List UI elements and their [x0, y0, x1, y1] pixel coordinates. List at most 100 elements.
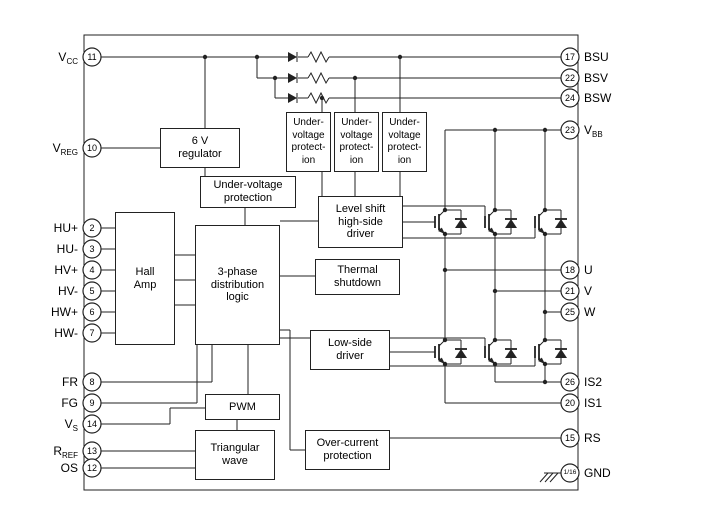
block-6v-regulator: 6 V regulator — [160, 128, 240, 168]
pin-vreg-number: 10 — [86, 143, 97, 153]
pin-u-number: 18 — [564, 265, 575, 275]
block-6v-regulator-line: 6 V — [191, 135, 209, 148]
block-under-voltage-protection-v: Under- voltage protect- ion — [334, 112, 379, 172]
block-line: Under-voltage — [213, 179, 283, 192]
block-line: Level shift — [335, 202, 386, 215]
block-line: Thermal — [337, 264, 378, 277]
block-under-voltage-protection-w: Under- voltage protect- ion — [382, 112, 427, 172]
pin-bsu-number: 17 — [564, 52, 575, 62]
pin-u-label: U — [584, 263, 593, 277]
pin-is2-number: 26 — [564, 377, 575, 387]
pin-is1-number: 20 — [564, 398, 575, 408]
pin-rs-label: RS — [584, 431, 601, 445]
bootstrap-diode-w — [287, 92, 298, 104]
pin-circles — [82, 47, 580, 483]
pin-hv-plus-number: 4 — [89, 265, 95, 275]
block-line: Under- — [293, 117, 324, 128]
high-side-igbt-v — [484, 209, 518, 235]
pin-fr-label: FR — [62, 375, 78, 389]
block-line: ion — [349, 154, 364, 166]
pin-fg-label: FG — [61, 396, 78, 410]
pin-vreg-label: VREG — [52, 141, 78, 157]
pin-hu-plus-number: 2 — [89, 223, 95, 233]
pin-v-number: 21 — [564, 286, 575, 296]
block-line: protect- — [291, 142, 326, 153]
pin-vcc-number: 11 — [87, 52, 97, 62]
pin-gnd-number: 1/16 — [563, 469, 577, 476]
pin-hu-minus-number: 3 — [89, 244, 95, 254]
junction-dots — [202, 54, 548, 385]
pin-bsv-number: 22 — [564, 73, 575, 83]
pin-rs-number: 15 — [564, 433, 575, 443]
block-line: ion — [397, 154, 412, 166]
block-line: wave — [222, 455, 248, 467]
block-line: PWM — [229, 400, 256, 413]
pin-v-label: V — [584, 284, 593, 298]
pin-rref-number: 13 — [86, 446, 97, 456]
low-side-igbt-u — [434, 339, 468, 365]
pin-rref-label: RREF — [53, 444, 78, 460]
block-line: 3-phase — [217, 265, 258, 278]
block-triangular-wave: Triangular wave — [195, 430, 275, 480]
supply-wiring — [101, 57, 246, 225]
bootstrap-resistor-v — [307, 72, 330, 84]
pin-hw-minus-number: 7 — [89, 328, 95, 338]
power-stage — [390, 129, 568, 404]
block-line: distribution — [210, 278, 265, 291]
block-line: ion — [301, 154, 316, 166]
block-under-voltage-protection-main: Under-voltage protection — [200, 176, 296, 208]
bootstrap-diode-v — [287, 72, 298, 84]
pin-hu-minus-label: HU- — [56, 242, 78, 256]
block-line: shutdown — [333, 277, 382, 289]
block-level-shift-high-side-driver: Level shift high-side driver — [318, 196, 403, 248]
block-line: Low-side — [327, 337, 373, 350]
block-line: driver — [346, 228, 375, 241]
pin-fg-number: 9 — [89, 398, 95, 408]
pin-is1-label: IS1 — [584, 396, 603, 410]
pin-w-label: W — [584, 305, 596, 319]
block-over-current-protection: Over-current protection — [305, 430, 390, 470]
pin-os-number: 12 — [86, 463, 97, 473]
pin-os-label: OS — [60, 461, 78, 475]
pin-hv-minus-label: HV- — [57, 284, 78, 298]
pin-hv-minus-number: 5 — [89, 286, 95, 296]
bootstrap-diode-u — [287, 51, 298, 63]
block-under-voltage-protection-u: Under- voltage protect- ion — [286, 112, 331, 172]
block-low-side-driver: Low-side driver — [310, 330, 390, 370]
block-line: protection — [323, 450, 372, 462]
block-line: protect- — [387, 142, 422, 153]
block-line: Hall — [135, 265, 155, 278]
block-line: Over-current — [316, 437, 379, 450]
block-hall-amp: Hall Amp — [115, 212, 175, 345]
pin-hv-plus-label: HV+ — [54, 263, 78, 277]
block-3-phase-distribution-logic: 3-phase distribution logic — [195, 225, 280, 345]
pin-fr-number: 8 — [89, 377, 95, 387]
pin-gnd-label: GND — [584, 466, 611, 480]
block-line: logic — [226, 291, 249, 304]
pin-vs-label: VS — [64, 417, 78, 433]
block-line: driver — [336, 350, 364, 362]
pin-vbb-label: VBB — [584, 123, 603, 139]
block-6v-regulator-line: regulator — [178, 148, 222, 160]
bootstrap-network — [101, 51, 561, 196]
block-line: protection — [223, 192, 273, 204]
high-side-igbt-w — [534, 209, 568, 235]
bootstrap-resistor-u — [307, 51, 330, 63]
pin-hu-plus-label: HU+ — [53, 221, 78, 235]
ic-boundary — [83, 34, 579, 491]
block-line: voltage — [340, 129, 373, 141]
pin-bsw-label: BSW — [584, 91, 612, 105]
pin-w-number: 25 — [564, 307, 575, 317]
pin-hw-plus-label: HW+ — [51, 305, 78, 319]
block-line: protect- — [339, 142, 374, 153]
block-thermal-shutdown: Thermal shutdown — [315, 259, 400, 295]
low-side-igbt-w — [534, 339, 568, 365]
block-line: voltage — [292, 129, 325, 141]
low-side-igbt-v — [484, 339, 518, 365]
pin-hw-minus-label: HW- — [54, 326, 78, 340]
block-pwm: PWM — [205, 394, 280, 420]
pin-is2-label: IS2 — [584, 375, 603, 389]
pin-hw-plus-number: 6 — [89, 307, 95, 317]
